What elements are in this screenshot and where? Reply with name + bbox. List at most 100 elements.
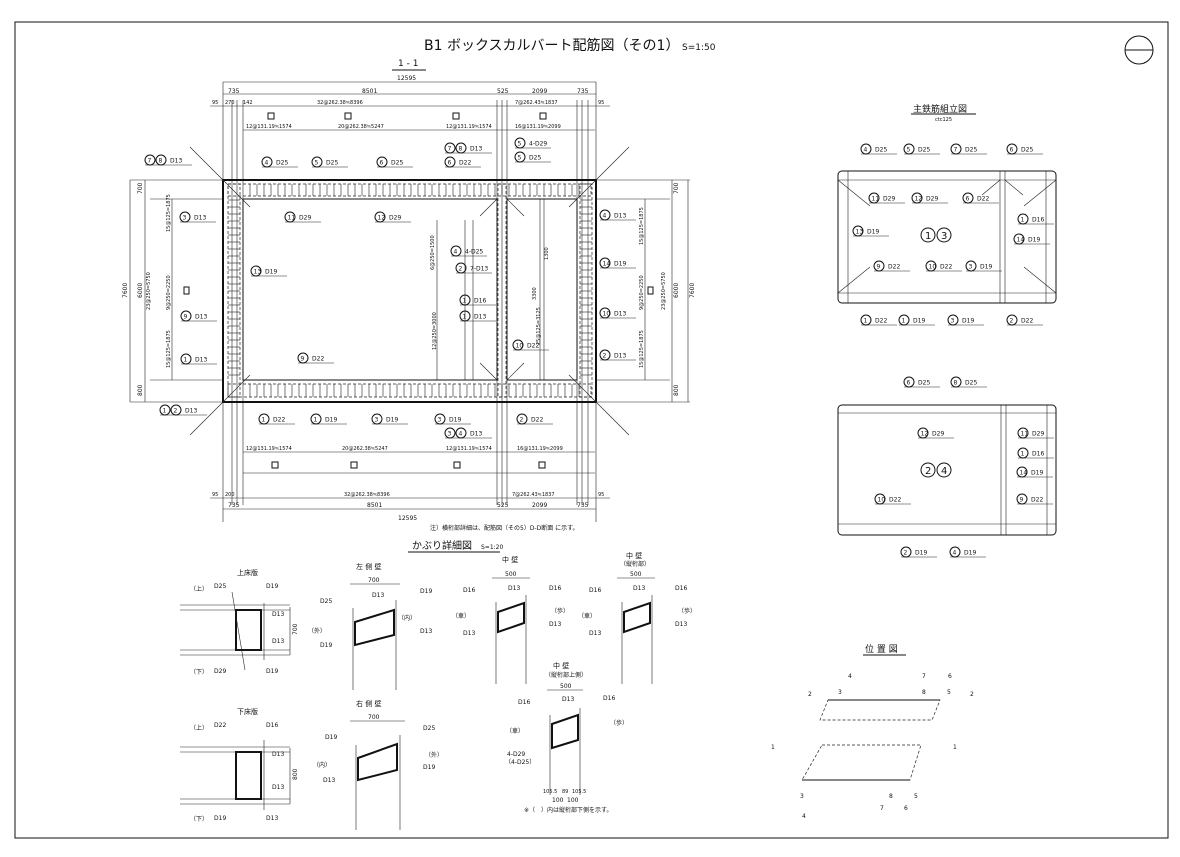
rebar-diameter: D25: [391, 160, 403, 167]
rebar-diameter: D13: [470, 146, 482, 153]
svg-text:D16: D16: [518, 699, 530, 706]
dim: 525: [497, 88, 509, 95]
rebar-mark: 6: [380, 160, 384, 167]
dim: 700: [673, 182, 680, 194]
dim: 9@250=2250: [639, 275, 645, 310]
dim: 8501: [367, 502, 382, 509]
svg-text:（内）: （内）: [398, 614, 416, 622]
drawing-scale: S=1:50: [682, 43, 716, 53]
svg-text:D13: D13: [420, 628, 432, 635]
svg-text:D16: D16: [589, 587, 601, 594]
rebar-diameter: D19: [1028, 237, 1040, 244]
svg-text:4-D29: 4-D29: [507, 751, 525, 758]
svg-text:左 側 壁: 左 側 壁: [356, 562, 381, 571]
cover-detail: かぶり詳細図 S=1:20 上床版 （上） （下） D25 D19 D13 D1…: [180, 539, 696, 830]
svg-text:D13: D13: [508, 585, 520, 592]
rebar-diameter: D29: [389, 215, 401, 222]
svg-text:D13: D13: [272, 784, 284, 791]
rebar-diameter: D22: [531, 417, 543, 424]
rebar-mark: 10: [516, 343, 524, 350]
svg-text:（下）: （下）: [190, 669, 208, 676]
dim: 12@131.19≒1574: [246, 124, 292, 130]
svg-text:7: 7: [880, 805, 884, 812]
rebar-diameter: D19: [265, 269, 277, 276]
svg-text:（歩）: （歩）: [678, 607, 696, 615]
svg-text:D19: D19: [320, 642, 332, 649]
svg-text:2: 2: [970, 691, 974, 698]
svg-text:上床版: 上床版: [237, 568, 258, 577]
rebar-mark: 11: [872, 196, 880, 203]
svg-text:右 側 壁: 右 側 壁: [356, 699, 381, 708]
rebar-mark: 3: [448, 431, 452, 438]
rebar-mark: 1: [184, 357, 188, 364]
rebar-callout: 6 D25: [376, 156, 413, 168]
svg-text:500: 500: [630, 571, 642, 578]
rebar-diameter: D22: [889, 497, 901, 504]
svg-text:中 壁: 中 壁: [553, 661, 569, 670]
svg-text:D13: D13: [675, 621, 687, 628]
rebar-diameter: D13: [170, 158, 182, 165]
svg-text:4: 4: [941, 466, 947, 477]
svg-text:700: 700: [292, 623, 299, 635]
svg-text:D16: D16: [675, 585, 687, 592]
svg-text:5: 5: [914, 793, 918, 800]
rebar-diameter: D22: [875, 318, 887, 325]
rebar-diameter: D13: [470, 431, 482, 438]
detail-mid-wall-girder: 中 壁 （縦桁部） 500 （車） （歩） D16 D13 D16 D13 D1…: [578, 551, 696, 684]
svg-text:D22: D22: [214, 722, 226, 729]
rebar-mark: 2: [1010, 318, 1014, 325]
detail-left-wall: 左 側 壁 700 （外） （内） D25 D13 D19 D19 D13: [308, 562, 432, 690]
dim: 15@125=1875: [166, 330, 172, 368]
dim: 6000: [137, 283, 144, 298]
rebar-mark: 7: [954, 147, 958, 154]
dim: 735: [228, 88, 240, 95]
rebar-mark: 1: [314, 417, 318, 424]
assembly-view-1-label: 1 3: [920, 227, 952, 243]
rebar-mark: 9: [184, 314, 188, 321]
rebar-diameter: 7-D13: [470, 266, 488, 273]
rebar-diameter: D22: [888, 264, 900, 271]
detail-bottom-slab: 下床版 （上） （下） D22 D16 D13 D13 D19 D13 800: [180, 707, 299, 823]
svg-text:（車）: （車）: [578, 612, 596, 620]
rebar-diameter: D13: [474, 314, 486, 321]
svg-text:4: 4: [802, 813, 806, 820]
rebar-mark: 13: [856, 229, 864, 236]
location-plan: 位 置 図 1 1 2 2 3 3 4 4 5 5 6 6 7 7 8 8: [771, 643, 974, 820]
rebar-mark: 7: [148, 158, 152, 165]
svg-text:D25: D25: [214, 583, 226, 590]
svg-text:3: 3: [838, 689, 842, 696]
dim: 7600: [689, 283, 696, 298]
rebar-diameter: D29: [883, 196, 895, 203]
rebar-mark: 8: [954, 380, 958, 387]
rebar-mark: 10: [929, 264, 937, 271]
dim: 142: [243, 100, 253, 106]
dim: 12@250=3000: [432, 312, 438, 350]
assembly-view-2: [837, 404, 1057, 536]
rebar-mark: 9: [877, 264, 881, 271]
rebar-diameter: D19: [915, 550, 927, 557]
svg-text:1: 1: [925, 231, 931, 242]
svg-text:下床版: 下床版: [237, 707, 258, 716]
rebar-mark: 10: [603, 311, 611, 318]
svg-text:D13: D13: [272, 751, 284, 758]
svg-text:（上）: （上）: [190, 585, 208, 593]
rebar-mark: 10: [878, 497, 886, 504]
